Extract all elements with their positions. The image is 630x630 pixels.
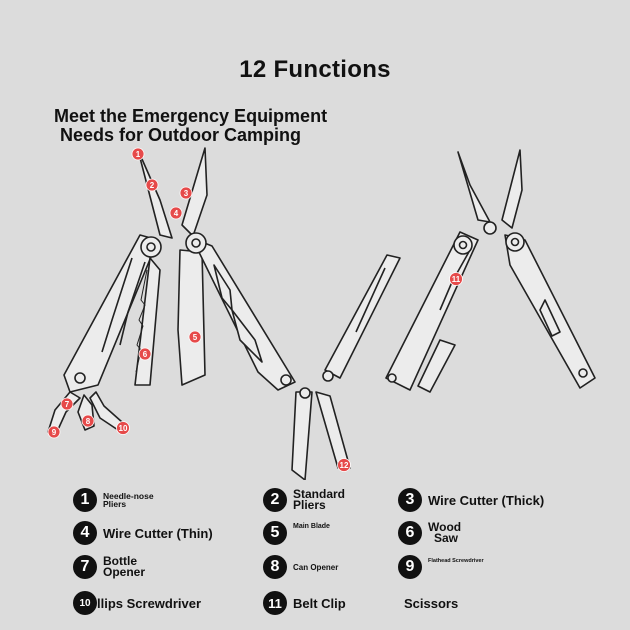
- handle-right: [191, 237, 296, 391]
- marker-2: 2: [145, 178, 159, 192]
- subtitle-line-2: Needs for Outdoor Camping: [60, 125, 302, 145]
- subtitle-line-1: Meet the Emergency Equipment: [54, 106, 328, 126]
- marker-6: 6: [138, 347, 152, 361]
- marker-12: 12: [337, 458, 351, 472]
- legend-label: Wire Cutter (Thick): [428, 492, 545, 508]
- legend-badge: 10: [73, 591, 97, 615]
- scissor-blade-right: [315, 391, 351, 469]
- legend-label: Flathead Screwdriver: [428, 558, 484, 564]
- svg-text:2: 2: [150, 181, 155, 190]
- marker-10: 10: [116, 421, 130, 435]
- legend-label: Main Blade: [293, 523, 330, 530]
- legend-badge: 11: [263, 591, 287, 615]
- multitool-illustration: 1 2 3 4 5 6 7 8 9 10 11 12: [47, 147, 596, 480]
- legend-badge: 8: [263, 555, 287, 579]
- legend-label: Can Opener: [293, 562, 339, 572]
- plier-jaw-left: [137, 149, 173, 239]
- svg-text:3: 3: [184, 189, 189, 198]
- marker-4: 4: [169, 206, 183, 220]
- legend-label: Wire Cutter (Thin): [103, 525, 213, 541]
- main-blade: [177, 249, 206, 386]
- legend-label: Belt Clip: [293, 595, 346, 611]
- page-subtitle: Meet the Emergency Equipment Needs for O…: [54, 107, 327, 145]
- marker-5: 5: [188, 330, 202, 344]
- legend-item-11: 11 Belt Clip: [263, 591, 346, 615]
- svg-text:1: 1: [136, 150, 141, 159]
- legend-item-8: 8 Can Opener: [263, 555, 338, 579]
- svg-text:6: 6: [143, 350, 148, 359]
- folded-jaw-right: [501, 149, 523, 229]
- svg-text:5: 5: [193, 333, 198, 342]
- marker-7: 7: [60, 397, 74, 411]
- marker-1: 1: [131, 147, 145, 161]
- legend-label: Scissors: [404, 595, 459, 611]
- legend-item-4: 4 Wire Cutter (Thin): [73, 521, 213, 545]
- svg-text:12: 12: [340, 461, 349, 470]
- svg-text:7: 7: [65, 400, 70, 409]
- legend-badge: 9: [398, 555, 422, 579]
- legend-badge: 4: [73, 521, 97, 545]
- scissor-blade-left: [291, 391, 313, 480]
- legend-badge: 3: [398, 488, 422, 512]
- legend-item-5: 5 Main Blade: [263, 521, 330, 545]
- svg-text:10: 10: [119, 424, 128, 433]
- legend-badge: 2: [263, 488, 287, 512]
- legend-badge: 7: [73, 555, 97, 579]
- legend-item-3: 3 Wire Cutter (Thick): [398, 488, 544, 512]
- legend-item-9: 9 Flathead Screwdriver: [398, 555, 484, 579]
- marker-11: 11: [449, 272, 463, 286]
- marker-9: 9: [47, 425, 61, 439]
- legend-item-10: 10 llips Screwdriver: [73, 591, 201, 615]
- page-title: 12 Functions: [239, 56, 391, 83]
- svg-text:11: 11: [452, 275, 461, 284]
- legend-badge: 5: [263, 521, 287, 545]
- legend-badge: 1: [73, 488, 97, 512]
- marker-3: 3: [179, 186, 193, 200]
- belt-clip: [417, 339, 456, 393]
- legend-badge: 6: [398, 521, 422, 545]
- svg-text:8: 8: [86, 417, 91, 426]
- svg-text:4: 4: [174, 209, 179, 218]
- legend-item-12: 12 Scissors: [374, 591, 458, 615]
- folded-jaw-left: [457, 151, 491, 223]
- legend-label: llips Screwdriver: [97, 595, 202, 611]
- marker-8: 8: [81, 414, 95, 428]
- folded-handle-left: [385, 231, 479, 391]
- svg-text:9: 9: [52, 428, 57, 437]
